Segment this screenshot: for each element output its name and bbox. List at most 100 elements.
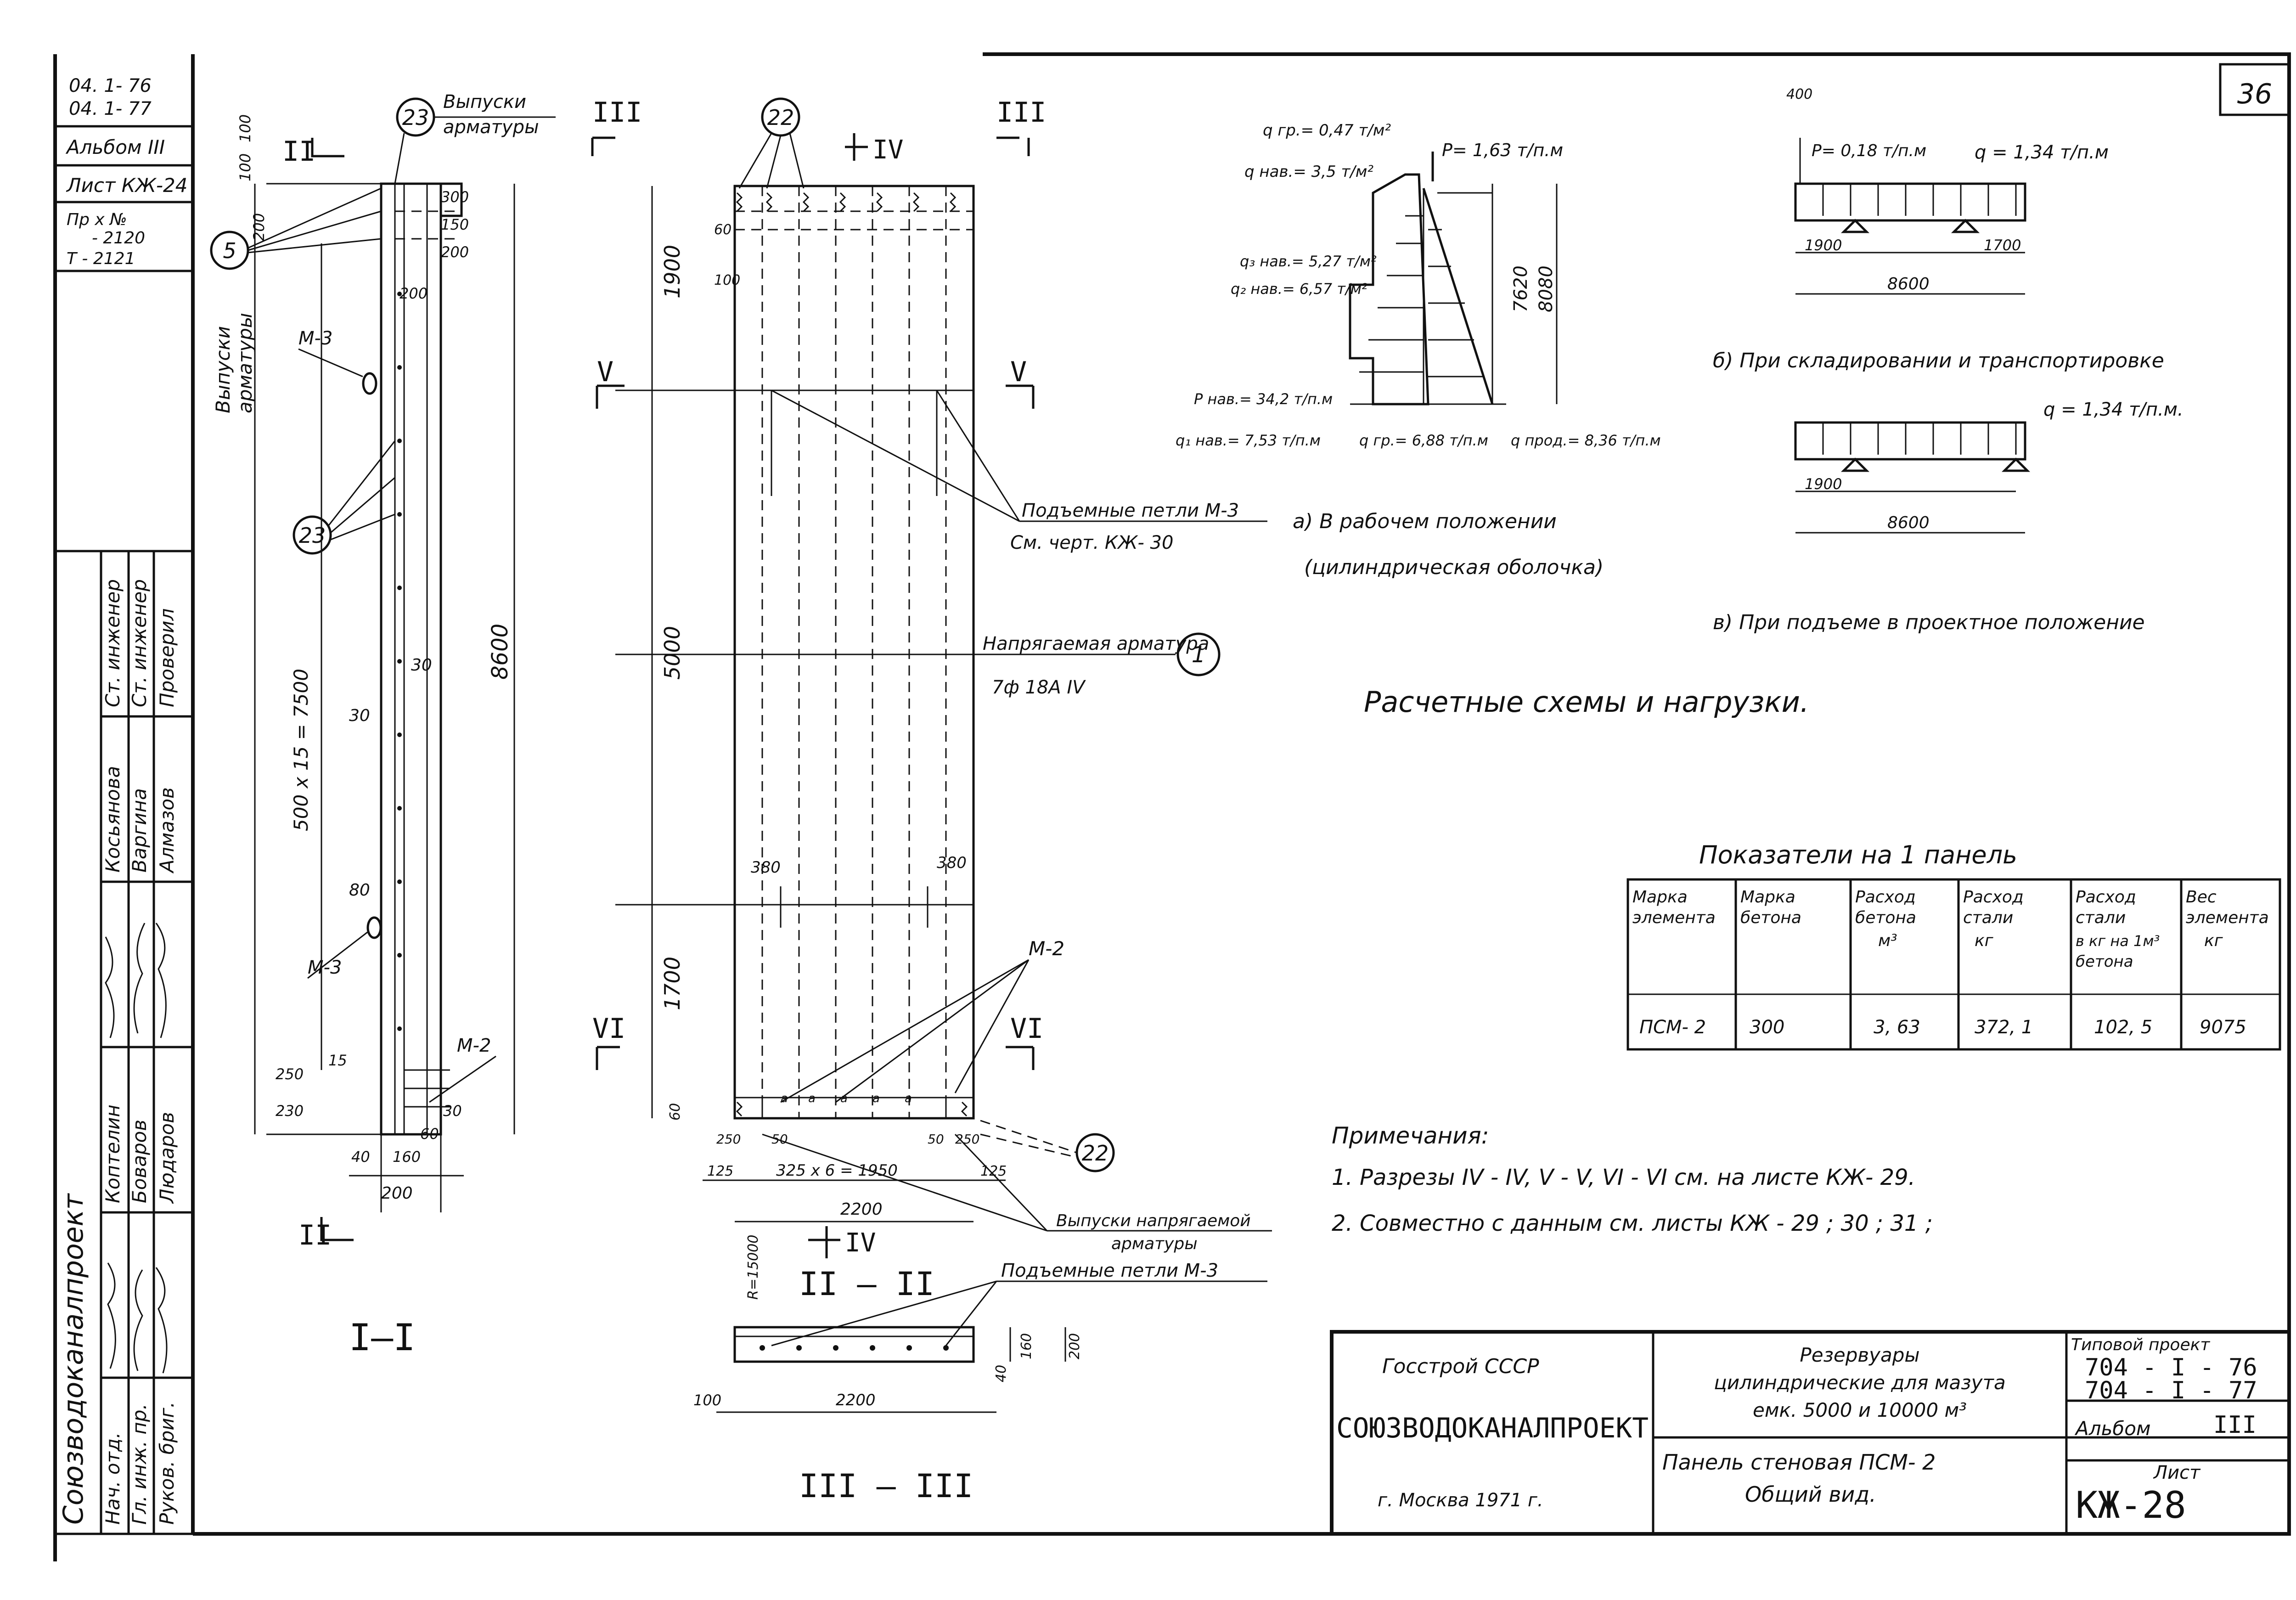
dim-1950: 325 х 6 = 1950	[776, 1161, 898, 1180]
dim-iii-200: 200	[1067, 1333, 1083, 1359]
th-spec-4: бетона	[2076, 952, 2133, 971]
dim-ii-100: 100	[714, 272, 740, 288]
dim-i-4: 200	[400, 285, 428, 302]
dim-i-12: 250	[276, 1065, 304, 1083]
signature-marks-2	[107, 1262, 168, 1374]
beam-b-1900: 1900	[1805, 475, 1842, 493]
dim-7620: 7620	[1510, 265, 1531, 312]
beam-c-1900: 1900	[1805, 237, 1842, 254]
dim-i-18: 200	[381, 1184, 413, 1203]
td-volume: 3, 63	[1874, 1017, 1920, 1038]
dim-i-17: 160	[393, 1148, 421, 1166]
beam-c-q: q = 1,34 т/п.м	[1975, 142, 2109, 163]
notes: Примечания: 1. Разрезы IV - IV, V - V, V…	[1332, 1122, 1933, 1236]
load-scheme-a: q гр.= 0,47 т/м² q нав.= 3,5 т/м² Р= 1,6…	[1176, 121, 1661, 579]
tag-m2-front: М-2	[1029, 937, 1064, 960]
role-2: Гл. инж. пр.	[128, 1403, 151, 1525]
stamp-sheet: Лист КЖ-24	[66, 174, 187, 197]
dim-i-15: 60	[420, 1125, 439, 1143]
outlet-label-vertical-2: арматуры	[234, 313, 256, 413]
th-steel-1: Расход	[1963, 888, 2024, 907]
tb-project-code-2: 704 - I - 77	[2085, 1377, 2257, 1404]
tb-album-num: III	[2213, 1411, 2257, 1439]
tb-project-code-1: 704 - I - 76	[2085, 1354, 2257, 1381]
stamp-code-1: 04. 1- 76	[69, 75, 152, 96]
stamp-album: Альбом III	[65, 136, 165, 158]
name-lyudarov: Людаров	[156, 1112, 178, 1204]
marker-III-right: III	[996, 96, 1046, 129]
dim-2200: 2200	[840, 1200, 883, 1219]
dim-1700: 1700	[660, 957, 685, 1010]
th-vol-2: бетона	[1855, 908, 1916, 927]
tb-org2: СОЮЗВОДОКАНАЛПРОЕКТ	[1336, 1412, 1649, 1444]
th-weight-3: кг	[2204, 931, 2223, 950]
name-almazov: Алмазов	[156, 787, 178, 874]
tb-sheet-label: Лист	[2153, 1462, 2201, 1483]
dim-iii-160: 160	[1019, 1333, 1035, 1359]
marker-V-left: V	[597, 356, 613, 388]
tb-album: Альбом	[2074, 1417, 2151, 1440]
dim-i-2: 100	[236, 114, 254, 142]
callout-5: 5	[223, 238, 236, 263]
pnav: Р нав.= 34,2 т/п.м	[1194, 390, 1333, 408]
stamp-pr-code-2: Т - 2121	[67, 249, 135, 268]
leader-tension: Напрягаемая арматура	[983, 633, 1209, 654]
dim-5000: 5000	[660, 626, 685, 680]
svg-text:a: a	[781, 1092, 788, 1105]
th-spec-3: в кг на 1м³	[2076, 932, 2160, 950]
callout-23-top: 23	[402, 105, 429, 130]
th-steel-3: кг	[1975, 931, 1994, 950]
beam-b-q: q = 1,34 т/п.м.	[2043, 399, 2183, 420]
leader-outlets-1: Выпуски напрягаемой	[1056, 1211, 1251, 1230]
beam-c-8600: 8600	[1887, 275, 1930, 293]
stamp-pr: Пр х №	[67, 210, 127, 229]
tb-object-3: емк. 5000 и 10000 м³	[1753, 1399, 1967, 1421]
dim-i-10: 80	[349, 881, 370, 900]
scheme-b-title: б) При складировании и транспортировке	[1713, 349, 2164, 372]
org-vertical: Союзводоканалпроект	[57, 1193, 90, 1525]
section-III-III: R=15000 Подъемные петли М-3 100 2200 40 …	[693, 1235, 1267, 1505]
q1nav: q₁ нав.= 7,53 т/п.м	[1176, 432, 1321, 449]
dim-i-16: 40	[351, 1148, 370, 1166]
marker-VI-left: VI	[592, 1013, 625, 1045]
load-a-hatch	[1359, 215, 1483, 377]
qgr-top: q гр.= 0,47 т/м²	[1263, 121, 1391, 140]
dim-i-1: 100	[236, 153, 254, 181]
dim-7500: 500 х 15 = 7500	[290, 669, 312, 831]
dim-i-7: 200	[441, 243, 469, 261]
tb-city: г. Москва 1971 г.	[1378, 1490, 1543, 1511]
name-vargina: Варгина	[128, 788, 151, 873]
top-outlets	[736, 192, 957, 212]
table-title: Показатели на 1 панель	[1699, 840, 2017, 869]
page-number-box	[2219, 63, 2290, 116]
callout-22-right: 22	[1082, 1141, 1109, 1166]
dim-iii-2200: 2200	[836, 1391, 876, 1409]
qprod: q прод.= 8,36 т/п.м	[1511, 432, 1661, 449]
tb-object-1: Резервуары	[1800, 1344, 1919, 1366]
beam-c-400: 400	[1786, 86, 1812, 102]
signature-marks-1	[105, 923, 167, 1038]
leader-tension-spec: 7ф 18А IV	[992, 677, 1086, 698]
th-concrete-1: Марка	[1740, 888, 1795, 907]
callout-22-top: 22	[767, 105, 794, 130]
section-I-title: I—I	[349, 1316, 416, 1359]
indicators-table: Показатели на 1 панель Марка элемента Ма…	[1626, 840, 2281, 1051]
td-concrete: 300	[1750, 1017, 1784, 1038]
beam-c-load-arrows	[1822, 184, 2017, 216]
dim-i-9: 30	[349, 706, 370, 725]
beam-c-1700: 1700	[1984, 237, 2021, 254]
dim-r15000: R=15000	[745, 1235, 761, 1300]
loads-title: Расчетные схемы и нагрузки.	[1364, 685, 1809, 719]
dim-1900: 1900	[660, 245, 685, 299]
callout-23-mid: 23	[299, 523, 326, 548]
name-bovarov: Боваров	[128, 1120, 151, 1203]
stamp-pr-code-1: - 2120	[92, 229, 145, 248]
th-vol-1: Расход	[1855, 888, 1916, 907]
td-steel: 372, 1	[1975, 1017, 2033, 1038]
dim-i-6: 150	[441, 216, 469, 233]
beam-b-load-arrows	[1822, 423, 2017, 455]
th-mark-2: элемента	[1632, 908, 1716, 927]
marker-III-left: III	[592, 96, 642, 129]
marker-IV-top: IV	[872, 135, 903, 165]
role-4: Проверил	[156, 608, 178, 707]
